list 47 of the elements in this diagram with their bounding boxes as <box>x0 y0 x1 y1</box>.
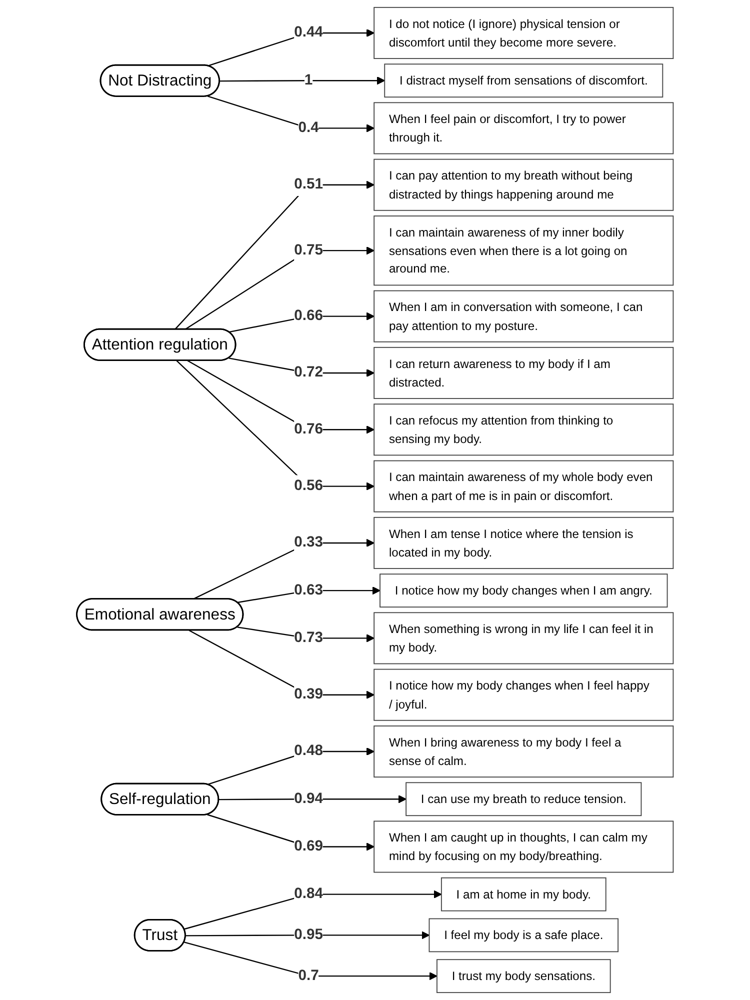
edge-label: 1 <box>304 72 313 88</box>
node-box: When I bring awareness to my body I feel a sense of calm. <box>374 726 674 778</box>
arrow <box>187 360 374 434</box>
edge-label: 0.76 <box>294 421 323 438</box>
edge-label: 0.7 <box>298 968 319 984</box>
node-box: I can return awareness to my body if I am distracted. <box>374 346 674 399</box>
node-box: I feel my body is a safe place. <box>428 918 619 952</box>
node-box: When I am in conversation with someone, I can pay attention to my posture. <box>374 290 674 342</box>
edge-label: 0.73 <box>294 630 323 646</box>
edge-label: 0.66 <box>294 308 323 324</box>
arrow <box>184 246 374 330</box>
node-box: I can pay attention to my breath without being distracted by things happening around me <box>374 158 674 211</box>
edge-label: 0.39 <box>294 686 323 702</box>
node-box: I can use my breath to reduce tension. <box>406 782 642 816</box>
edge-label: 0.4 <box>298 120 319 136</box>
edge-label: 0.95 <box>294 926 323 943</box>
edge-label: 0.63 <box>294 582 323 598</box>
node-box: I can refocus my attention from thinking to sensing my body. <box>374 404 674 456</box>
node-box: When I feel pain or discomfort, I try to power through it. <box>374 102 674 154</box>
arrow <box>207 96 374 132</box>
node-box: I am at home in my body. <box>440 877 606 912</box>
edge-label: 0.94 <box>294 790 323 807</box>
node-box: I can maintain awareness of my whole body even when a part of me is in pain or discomfort. <box>374 460 674 512</box>
arrow <box>184 890 442 930</box>
edge-label: 0.84 <box>294 886 323 902</box>
arrow <box>186 931 430 940</box>
arrow <box>220 76 385 85</box>
edge-label: 0.69 <box>294 838 323 854</box>
arrow <box>174 180 374 330</box>
edge-label: 0.72 <box>294 364 323 380</box>
edge-label: 0.44 <box>294 24 323 40</box>
node-box: I notice how my body changes when I am angry. <box>380 574 668 608</box>
edge-label: 0.48 <box>294 743 323 759</box>
node-box: I do not notice (I ignore) physical tension or discomfort until they become more severe. <box>374 6 674 59</box>
node-box: I can maintain awareness of my inner bodily sensations even when there is a lot going on around me. <box>374 216 674 286</box>
edge-label: 0.56 <box>294 478 323 494</box>
edge-label: 0.33 <box>294 534 323 550</box>
node-box: When I am caught up in thoughts, I can calm my mind by focusing on my body/breathing. <box>374 820 674 873</box>
node-box: When something is wrong in my life I can feel it in my body. <box>374 612 674 664</box>
arrow <box>176 360 374 490</box>
edge-label: 0.75 <box>294 242 323 258</box>
node-box: I trust my body sensations. <box>436 959 611 994</box>
arrow <box>184 942 438 980</box>
edge-label: 0.51 <box>294 176 323 192</box>
node-box: I notice how my body changes when I feel happy / joyful. <box>374 668 674 721</box>
node-box: When I am tense I notice where the tension is located in my body. <box>374 516 674 569</box>
node-box: I distract myself from sensations of discomfort. <box>384 64 664 98</box>
